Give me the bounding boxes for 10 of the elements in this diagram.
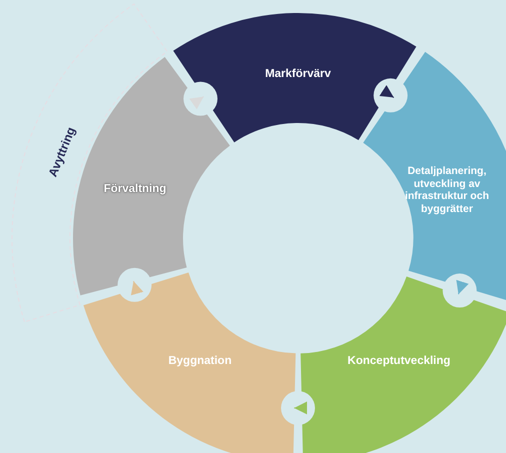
arrow (130, 280, 144, 296)
arrow (189, 96, 204, 110)
stage-label: Detaljplanering, utveckling av infrastruktur och byggrätter (404, 164, 490, 216)
stage-label: Konceptutveckling (346, 355, 452, 369)
stage-label: Byggnation (167, 355, 233, 369)
stage-label: Förvaltning (102, 183, 168, 197)
stage-label: Markförvärv (264, 68, 332, 82)
arrow (379, 85, 394, 98)
arrow (294, 401, 308, 414)
arrow (456, 280, 469, 295)
